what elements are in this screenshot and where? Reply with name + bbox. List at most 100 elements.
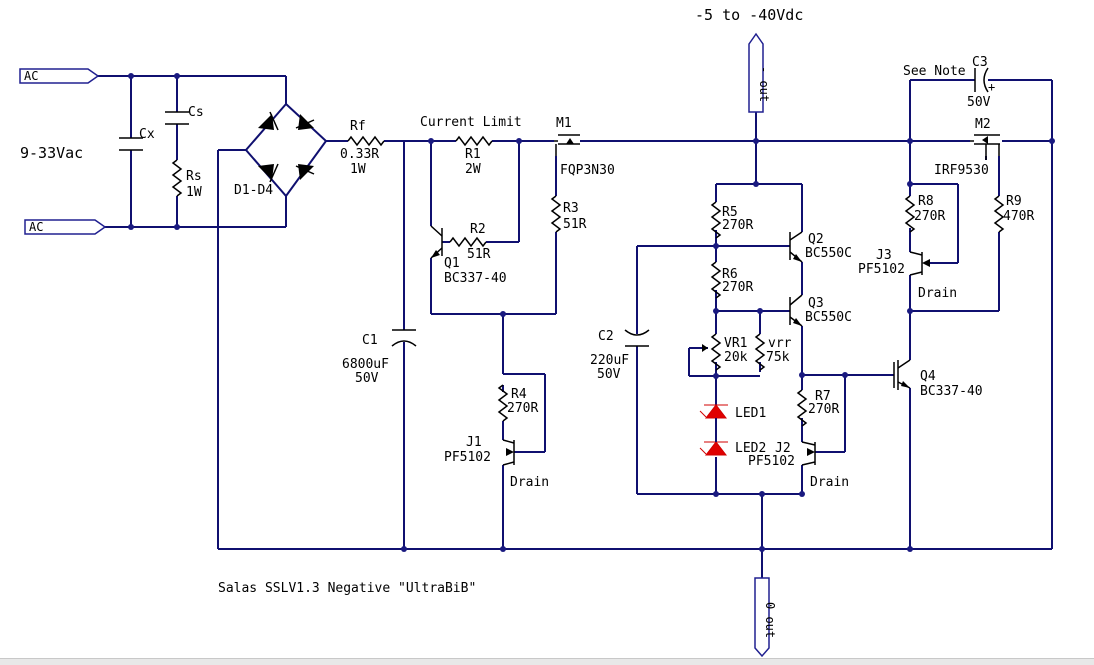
port-ac-top: AC	[19, 68, 100, 84]
capacitor-c1	[391, 329, 417, 347]
r2-label: R2	[470, 222, 486, 237]
m2-label: M2	[975, 117, 991, 132]
vrr-value: 75k	[766, 350, 790, 365]
c1-value: 6800uF	[342, 357, 389, 372]
capacitor-cx	[119, 137, 143, 151]
jfet-j3	[909, 251, 930, 276]
port-zero-out: 0 out	[754, 577, 777, 658]
m1-label: M1	[556, 116, 572, 131]
q1-label: Q1	[444, 256, 460, 271]
led1	[699, 404, 728, 419]
resistor-r4	[498, 384, 508, 422]
rs-label: Rs	[186, 169, 202, 184]
cs-label: Cs	[188, 105, 204, 120]
transistor-q4	[893, 359, 911, 390]
r2-value: 51R	[467, 247, 491, 262]
vrr-label: vrr	[768, 336, 792, 351]
r8-value: 270R	[914, 209, 945, 224]
input-voltage-label: 9-33Vac	[20, 144, 83, 162]
mosfet-m1	[554, 134, 580, 156]
transistor-q3	[789, 294, 803, 327]
r9-label: R9	[1006, 194, 1022, 209]
r7-label: R7	[815, 389, 831, 404]
labels: -5 to -40Vdc 9-33Vac Cx Cs Rs 1W D1-D4 R…	[20, 6, 1034, 596]
resistor-rs	[172, 159, 182, 197]
status-bar	[0, 658, 1094, 665]
j3-drain-label: Drain	[918, 286, 957, 301]
j2-drain-label: Drain	[810, 475, 849, 490]
j3-label: J3	[876, 248, 892, 263]
j1-value: PF5102	[444, 450, 491, 465]
resistor-r7	[797, 389, 807, 427]
j2-label: J2	[775, 441, 791, 456]
j3-value: PF5102	[858, 262, 905, 277]
vr1-wiper-arrow	[702, 344, 708, 352]
current-limit-label: Current Limit	[420, 115, 522, 130]
r1-label: R1	[465, 147, 481, 162]
c3-voltage: 50V	[967, 95, 991, 110]
schematic-title: Salas SSLV1.3 Negative "UltraBiB"	[218, 581, 476, 596]
port-ac-bottom: AC	[24, 219, 107, 235]
transistor-q1	[430, 225, 443, 259]
cx-label: Cx	[139, 127, 155, 142]
resistor-r9	[994, 195, 1004, 233]
port-ac-top-label: AC	[24, 69, 38, 83]
led2-label: LED2	[735, 441, 766, 456]
q4-value: BC337-40	[920, 384, 983, 399]
c2-voltage: 50V	[597, 367, 621, 382]
port-ac-bottom-label: AC	[29, 220, 43, 234]
potentiometer-vr1	[711, 333, 721, 371]
j2-value: PF5102	[748, 454, 795, 469]
r6-label: R6	[722, 267, 738, 282]
resistor-r5	[711, 201, 721, 239]
r3-value: 51R	[563, 217, 587, 232]
rf-value: 0.33R	[340, 147, 379, 162]
m2-value: IRF9530	[934, 163, 989, 178]
r8-label: R8	[918, 194, 934, 209]
q3-value: BC550C	[805, 310, 852, 325]
mosfet-m2	[970, 134, 1000, 160]
rs-value: 1W	[186, 185, 202, 200]
led2	[699, 441, 728, 456]
capacitor-cs	[165, 111, 189, 125]
port-minus-out: - out	[748, 32, 771, 113]
resistor-r3	[551, 195, 561, 233]
output-range-label: -5 to -40Vdc	[695, 6, 803, 24]
q2-label: Q2	[808, 232, 824, 247]
r5-label: R5	[722, 205, 738, 220]
wires	[98, 75, 1053, 578]
vr1-label: VR1	[724, 336, 747, 351]
resistor-vrr	[755, 333, 765, 371]
r6-value: 270R	[722, 280, 753, 295]
junctions	[128, 73, 1055, 552]
r4-value: 270R	[507, 401, 538, 416]
q1-value: BC337-40	[444, 271, 507, 286]
c2-label: C2	[598, 329, 614, 344]
r7-value: 270R	[808, 402, 839, 417]
r3-label: R3	[563, 201, 579, 216]
rf-label: Rf	[350, 119, 366, 134]
j1-drain-label: Drain	[510, 475, 549, 490]
r9-value: 470R	[1003, 209, 1034, 224]
c3-plus: +	[988, 80, 995, 94]
capacitor-c3	[974, 67, 989, 93]
q2-value: BC550C	[805, 246, 852, 261]
resistor-r1	[455, 136, 493, 146]
transistor-q2	[789, 231, 803, 263]
r4-label: R4	[511, 387, 527, 402]
jfet-j1	[502, 439, 515, 466]
resistor-r8	[905, 195, 915, 233]
c2-value: 220uF	[590, 353, 629, 368]
q3-label: Q3	[808, 296, 824, 311]
capacitor-c2	[624, 329, 650, 347]
vr1-value: 20k	[724, 350, 748, 365]
led1-label: LED1	[735, 406, 766, 421]
jfet-j2	[801, 441, 816, 466]
see-note-label: See Note	[903, 64, 966, 79]
rf-power: 1W	[350, 162, 366, 177]
bridge-rectifier	[244, 102, 328, 198]
resistor-r2	[449, 237, 487, 247]
resistor-r6	[711, 261, 721, 299]
resistor-rf	[347, 136, 385, 146]
